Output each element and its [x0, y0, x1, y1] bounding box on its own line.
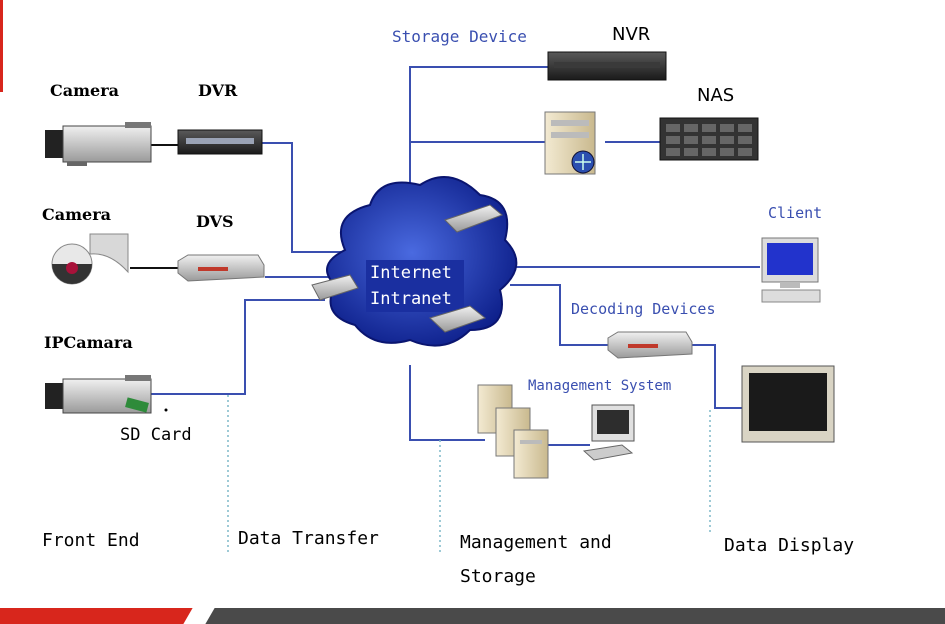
ipcamera-label: IPCamara	[44, 333, 133, 352]
management-server-icon	[477, 384, 549, 479]
dvr-icon	[177, 129, 263, 155]
line-dvr-cloud	[262, 142, 350, 253]
dome-camera-icon	[51, 233, 129, 285]
client-label: Client	[768, 204, 823, 222]
section-data-display: Data Display	[724, 535, 855, 556]
nvr-label: NVR	[612, 24, 651, 45]
workstation-icon	[582, 404, 635, 461]
network-cloud	[326, 176, 518, 347]
sd-card-label: SD Card	[120, 425, 192, 445]
line-decoder-monitor	[690, 344, 745, 409]
storage-server-icon	[544, 111, 596, 175]
line-cloud-decoder	[510, 284, 610, 346]
sd-card-icon	[125, 397, 168, 413]
line-cloud-storage	[409, 66, 548, 200]
dvs-icon	[177, 254, 265, 282]
footer-red-bar	[0, 608, 195, 624]
camera-icon	[45, 122, 152, 166]
camera-label: Camera	[42, 205, 112, 224]
dvr-label: DVR	[198, 81, 238, 100]
management-system-label: Management System	[528, 378, 672, 394]
monitor-icon	[741, 365, 835, 443]
nas-icon	[659, 117, 759, 161]
section-management-line1: Management and	[460, 532, 612, 553]
line-ipcam-cloud	[150, 299, 325, 395]
internet-label: Internet	[370, 263, 452, 283]
nvr-icon	[547, 51, 667, 81]
nas-label: NAS	[697, 85, 735, 106]
router-icon	[311, 204, 503, 333]
connection-lines	[150, 66, 760, 446]
dvs-label: DVS	[196, 212, 234, 231]
decoder-icon	[607, 331, 693, 359]
intranet-label: Intranet	[370, 289, 452, 309]
section-data-transfer: Data Transfer	[238, 528, 379, 549]
section-dividers	[227, 395, 711, 555]
accent-bar	[0, 0, 3, 92]
storage-device-label: Storage Device	[392, 27, 527, 46]
decoding-devices-label: Decoding Devices	[571, 300, 716, 318]
section-front-end: Front End	[42, 530, 140, 551]
camera-label: Camera	[50, 81, 120, 100]
line-cloud-mgmt	[409, 365, 485, 441]
footer-gray-bar	[205, 608, 945, 624]
section-management-line2: Storage	[460, 566, 536, 587]
client-pc-icon	[761, 237, 821, 303]
